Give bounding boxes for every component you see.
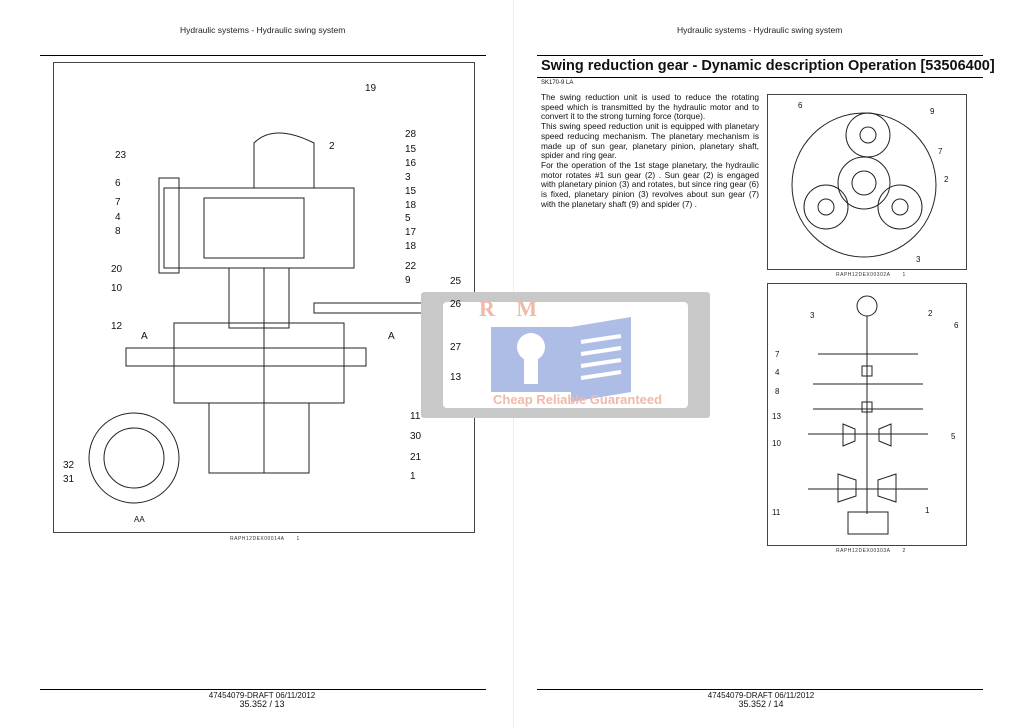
figure-caption: RAPH12DEX00302A (836, 272, 891, 278)
footer-rule (40, 689, 486, 690)
callout: 1 (925, 506, 930, 515)
callout: 6 (115, 178, 121, 189)
page-header: Hydraulic systems - Hydraulic swing syst… (677, 25, 843, 35)
header-rule (537, 55, 983, 56)
gear-schematic-drawing (808, 295, 928, 535)
callout: 2 (944, 175, 949, 184)
callout: 11 (410, 411, 421, 422)
model-label: SK170-9 LA (541, 80, 574, 86)
planetary-gear-drawing (791, 112, 937, 258)
callout: 8 (115, 226, 121, 237)
title-rule (537, 77, 983, 78)
callout: 2 (928, 309, 933, 318)
watermark-tagline: Cheap Reliable Guaranteed (493, 392, 663, 407)
callout: 10 (772, 439, 781, 448)
footer-page: 35.352 / 14 (738, 699, 784, 709)
figure-number: 1 (902, 272, 906, 278)
callout: 5 (951, 432, 956, 441)
callout: 21 (410, 452, 422, 463)
paragraph: For the operation of the 1st stage plane… (541, 159, 759, 209)
callout: 4 (775, 368, 780, 377)
callout: 16 (405, 158, 417, 169)
figure-caption-row: RAPH12DEX00302A 1 (836, 272, 906, 278)
callout: 9 (930, 107, 935, 116)
figure-caption-row: RAPH12DEX00303A 2 (836, 548, 906, 554)
callout: 1 (410, 471, 416, 482)
callout: 5 (405, 213, 411, 224)
header-rule (40, 55, 486, 56)
callout: 26 (450, 299, 462, 310)
callout: 25 (450, 276, 462, 287)
figure-number: 2 (902, 548, 906, 554)
footer-doc: 47454079-DRAFT 06/11/2012 (208, 691, 316, 700)
book-wrench-icon (491, 317, 631, 402)
callout: 28 (405, 129, 417, 140)
callout: 4 (115, 212, 121, 223)
view-label: AA (134, 515, 145, 524)
callout: 6 (954, 321, 959, 330)
callout: 3 (405, 172, 411, 183)
callout: 32 (63, 460, 75, 471)
footer-page: 35.352 / 13 (239, 699, 285, 709)
callout: 18 (405, 200, 417, 211)
callout: 13 (772, 412, 781, 421)
callout: 19 (365, 83, 377, 94)
callout: 2 (329, 141, 335, 152)
figure-caption: RAPH12DEX00014A (230, 536, 285, 542)
callout: 7 (115, 197, 121, 208)
callout: 11 (772, 508, 781, 517)
callout: 12 (111, 321, 123, 332)
figure-caption-row: RAPH12DEX00014A 1 (230, 536, 300, 542)
callout: 3 (810, 311, 815, 320)
callout: 15 (405, 144, 417, 155)
page-header: Hydraulic systems - Hydraulic swing syst… (180, 25, 346, 35)
callout: 20 (111, 264, 123, 275)
footer-rule (537, 689, 983, 690)
figure-caption: RAPH12DEX00303A (836, 548, 891, 554)
exploded-diagram: 19 2 28 15 16 3 15 18 5 17 18 22 9 25 26… (53, 62, 475, 533)
callout: 18 (405, 241, 417, 252)
gear-schematic-diagram: 3 2 6 7 4 8 5 13 10 11 1 (767, 283, 967, 546)
callout: 10 (111, 283, 123, 294)
callout: 17 (405, 227, 417, 238)
description-text: The swing reduction unit is used to redu… (541, 92, 759, 209)
callout: 22 (405, 261, 417, 272)
footer-doc: 47454079-DRAFT 06/11/2012 (707, 691, 815, 700)
section-title: Swing reduction gear - Dynamic descripti… (541, 58, 995, 74)
callout: 7 (775, 350, 780, 359)
callout: 13 (450, 372, 462, 383)
callout: 9 (405, 275, 411, 286)
callout: 23 (115, 150, 127, 161)
callout: 8 (775, 387, 780, 396)
section-marker: A (141, 331, 148, 342)
paragraph: This swing speed reduction unit is equip… (541, 121, 759, 161)
planetary-gear-diagram: 6 9 7 2 3 (767, 94, 967, 270)
paragraph: The swing reduction unit is used to redu… (541, 92, 759, 122)
figure-number: 1 (296, 536, 300, 542)
swing-motor-section-drawing (88, 132, 430, 504)
watermark: R M Cheap Reliable Guaranteed (421, 292, 710, 418)
watermark-logo-text: R M (479, 296, 546, 321)
callout: 7 (938, 147, 943, 156)
callout: 6 (798, 101, 803, 110)
callout: 31 (63, 474, 75, 485)
callout: 27 (450, 342, 462, 353)
section-marker: A (388, 331, 395, 342)
callout: 15 (405, 186, 417, 197)
callout: 3 (916, 255, 921, 264)
callout: 30 (410, 431, 422, 442)
